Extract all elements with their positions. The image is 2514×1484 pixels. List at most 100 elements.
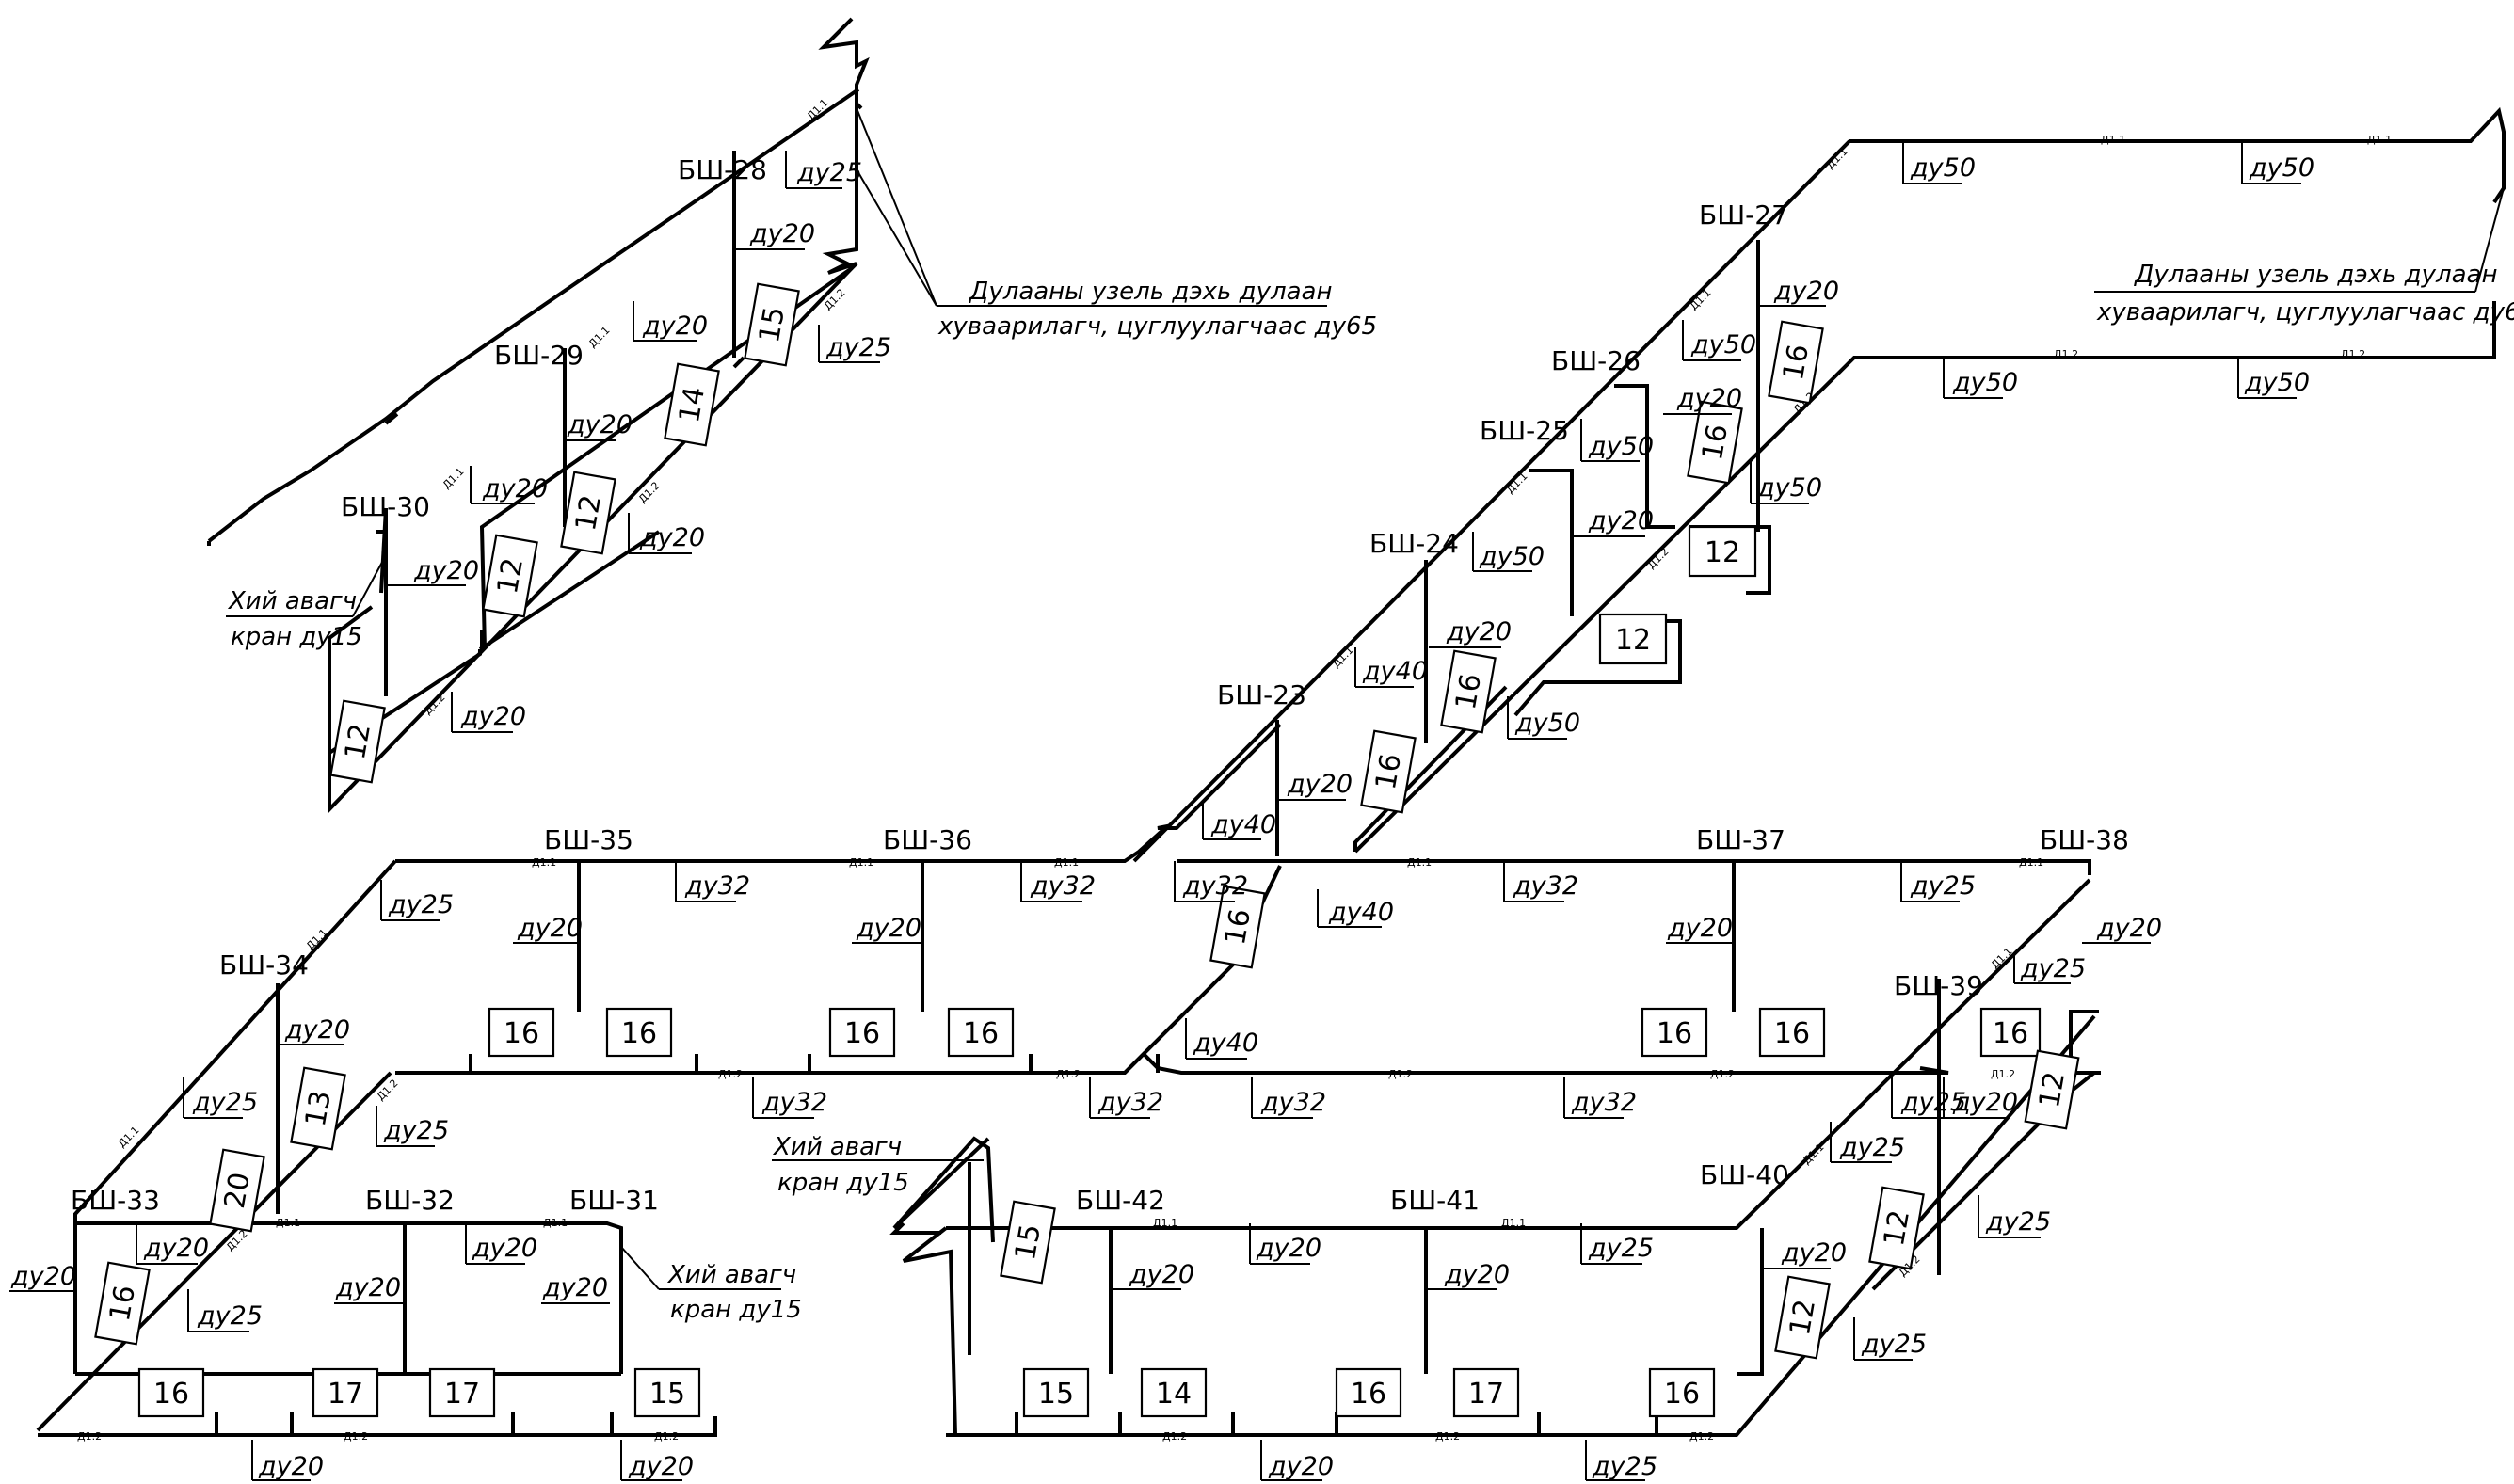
diameter-label: ду32 <box>761 1088 827 1117</box>
air-vent-note-line-2: кран ду15 <box>231 623 362 651</box>
return-line-tag: Д1.2 <box>422 691 448 717</box>
return-line-tag: Д1.2 <box>1689 1430 1714 1443</box>
diameter-label: ду20 <box>1287 770 1353 799</box>
diameter-label: ду32 <box>684 871 750 901</box>
supply-line-tag: Д1.1 <box>1824 145 1850 171</box>
diameter-label: ду50 <box>2244 368 2310 397</box>
diameter-label: ду40 <box>1328 898 1394 927</box>
radiator-16: 16 <box>1993 1017 2028 1050</box>
radiator-16: 16 <box>1664 1378 1700 1411</box>
diameter-label: ду32 <box>1513 871 1578 901</box>
diameter-labels: ду25 ду20 ду25 ду20 ду20 ду20 ду20 ду20 … <box>9 141 2314 1481</box>
air-vent-note-line-1: Хий авагч <box>772 1133 902 1161</box>
diameter-label: ду40 <box>1193 1029 1258 1058</box>
diameter-label: ду20 <box>460 702 526 731</box>
diameter-label: ду20 <box>1667 914 1733 943</box>
diameter-label: ду20 <box>1952 1088 2018 1117</box>
return-line-tag: Д1.2 <box>1991 1068 2015 1080</box>
supply-line-tag: Д1.1 <box>849 856 873 869</box>
diameter-label: ду25 <box>1985 1207 2051 1237</box>
diameter-label: ду25 <box>388 890 454 919</box>
diameter-label: ду50 <box>1952 368 2018 397</box>
diameter-label: ду20 <box>749 219 815 248</box>
diameter-label: ду25 <box>825 333 891 362</box>
diameter-label: ду20 <box>1781 1238 1847 1268</box>
diameter-label: ду25 <box>1588 1234 1654 1263</box>
heat-node-note-line-1: Дулааны узель дэхь дулаан <box>2134 261 2497 289</box>
return-line-tag: Д1.2 <box>1645 545 1672 571</box>
return-line-tag: Д1.2 <box>2341 348 2365 360</box>
riser-label-bsh-42: БШ-42 <box>1076 1185 1165 1216</box>
return-line-tag: Д1.2 <box>1162 1430 1187 1443</box>
riser-label-bsh-27: БШ-27 <box>1699 199 1788 231</box>
supply-line-tag: Д1.1 <box>586 324 613 350</box>
supply-line-tag: Д1.1 <box>1054 856 1079 869</box>
radiator-15: 15 <box>1038 1378 1074 1411</box>
radiator-14: 14 <box>1156 1378 1192 1411</box>
radiator-12: 12 <box>2033 1069 2072 1110</box>
riser-label-bsh-39: БШ-39 <box>1894 970 1983 1001</box>
diameter-label: ду20 <box>2096 914 2162 943</box>
air-vent-note-line-2: кран ду15 <box>777 1169 909 1197</box>
diameter-label: ду25 <box>383 1116 449 1145</box>
supply-line-tag: Д1.1 <box>440 465 467 491</box>
diameter-label: ду20 <box>639 523 705 552</box>
diameter-label: ду25 <box>1900 1088 1966 1117</box>
riser-label-bsh-37: БШ-37 <box>1696 824 1785 855</box>
supply-line-tag: Д1.1 <box>1407 856 1432 869</box>
diameter-label: ду25 <box>197 1301 263 1331</box>
radiator-12: 12 <box>339 721 377 762</box>
supply-line-tag: Д1.1 <box>543 1217 568 1229</box>
radiator-16: 16 <box>963 1017 999 1050</box>
radiator-15: 15 <box>1009 1221 1048 1263</box>
diameter-label: ду32 <box>1030 871 1096 901</box>
supply-line-tag: Д1.1 <box>1501 1217 1526 1229</box>
diameter-label: ду25 <box>1861 1330 1927 1359</box>
diameter-label: ду20 <box>542 1273 608 1302</box>
return-line-tag: Д1.2 <box>1388 1068 1413 1080</box>
radiators: 12 12 16 16 16 16 16 16 16 16 17 17 15 1… <box>94 282 2080 1418</box>
return-line-tag: Д1.2 <box>1435 1430 1460 1443</box>
return-line-tag: Д1.2 <box>718 1068 743 1080</box>
riser-label-bsh-35: БШ-35 <box>544 824 633 855</box>
supply-line-tag: Д1.1 <box>2367 134 2392 146</box>
riser-label-bsh-29: БШ-29 <box>494 340 584 371</box>
radiator-20: 20 <box>218 1170 257 1211</box>
radiator-16: 16 <box>1696 422 1735 463</box>
diameter-label: ду20 <box>1256 1234 1321 1263</box>
diameter-label: ду25 <box>2020 954 2086 983</box>
riser-label-bsh-23: БШ-23 <box>1217 679 1306 710</box>
radiator-16: 16 <box>1351 1378 1386 1411</box>
radiator-17: 17 <box>1468 1378 1504 1411</box>
diameter-label: ду50 <box>1910 153 1976 183</box>
radiator-16: 16 <box>153 1378 189 1411</box>
diameter-label: ду25 <box>796 158 862 187</box>
diameter-label: ду20 <box>1129 1260 1194 1289</box>
radiator-15: 15 <box>753 304 792 345</box>
supply-line-tag: Д1.1 <box>1688 286 1714 312</box>
return-line-tag: Д1.2 <box>2054 348 2078 360</box>
diameter-label: ду20 <box>628 1452 694 1481</box>
riser-label-bsh-40: БШ-40 <box>1700 1159 1789 1190</box>
return-line-tag: Д1.2 <box>636 479 663 505</box>
return-line-tag: Д1.2 <box>1056 1068 1081 1080</box>
return-line-tag: Д1.2 <box>375 1077 401 1103</box>
diameter-label: ду50 <box>2249 153 2314 183</box>
diameter-label: ду50 <box>1690 330 1756 359</box>
diameter-label: ду32 <box>1260 1088 1326 1117</box>
return-line-tag: Д1.2 <box>344 1430 368 1443</box>
diameter-label: ду20 <box>1773 277 1839 306</box>
radiator-17: 17 <box>328 1378 363 1411</box>
annotations: Дулааны узель дэхь дулаан хуваарилагч, ц… <box>226 107 2514 1324</box>
radiator-11: 12 <box>1878 1207 1916 1249</box>
supply-line-tag: Д1.1 <box>1330 644 1356 670</box>
diameter-label: ду50 <box>1479 542 1545 571</box>
diameter-label: ду20 <box>258 1452 324 1481</box>
supply-line-tag: Д1.1 <box>1153 1217 1177 1229</box>
radiator-17: 17 <box>444 1378 480 1411</box>
supply-line-tag: Д1.1 <box>2019 856 2043 869</box>
riser-label-bsh-33: БШ-33 <box>71 1185 160 1216</box>
radiator-15: 15 <box>649 1378 685 1411</box>
riser-label-bsh-30: БШ-30 <box>341 491 430 522</box>
diameter-label: ду50 <box>1588 432 1654 461</box>
